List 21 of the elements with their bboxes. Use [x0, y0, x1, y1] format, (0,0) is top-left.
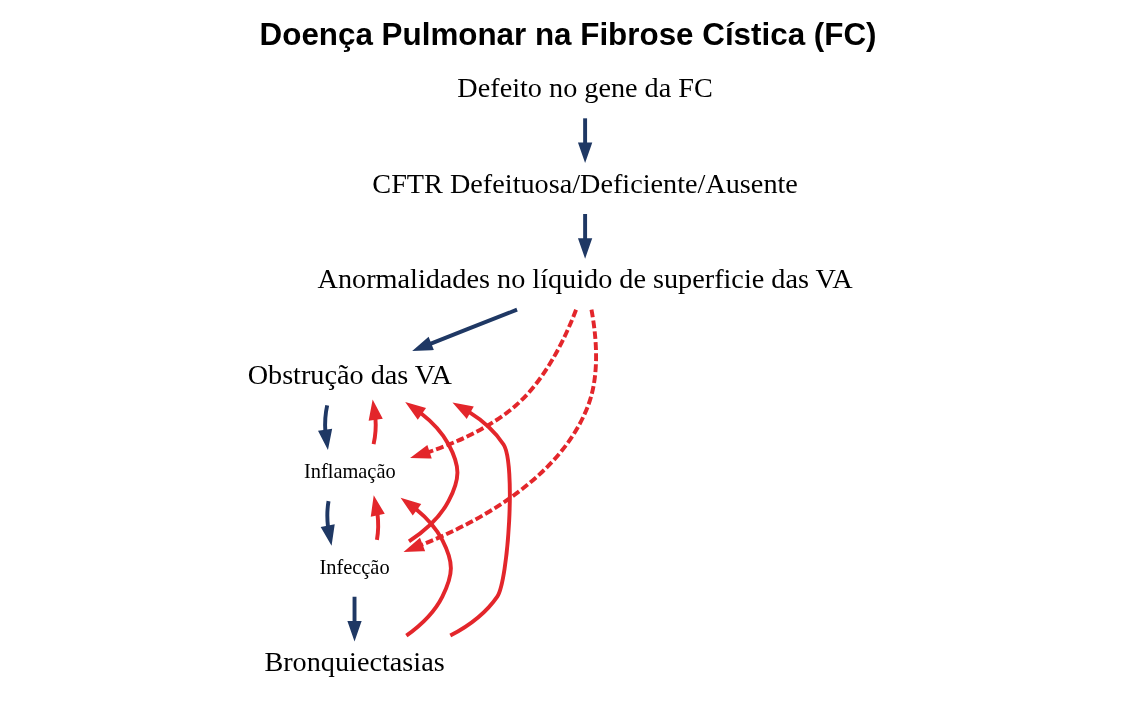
node-text: Defeito no gene da FC	[456, 71, 713, 103]
arrow	[577, 214, 592, 259]
node-text: Infecção	[318, 555, 390, 578]
arrow	[317, 405, 332, 450]
arrow	[411, 307, 518, 351]
node-text: Bronquiectasias	[263, 645, 445, 677]
arrow	[400, 497, 453, 638]
diagram-title: Doença Pulmonar na Fibrose Cística (FC)	[259, 16, 876, 52]
node-text: Inflamação	[303, 460, 396, 483]
arrow	[448, 402, 512, 638]
node-text: Anormalidades no líquido de superficie das VA	[317, 263, 853, 295]
node-text: Obstrução das VA	[247, 358, 452, 390]
arrow	[370, 495, 385, 541]
arrow	[404, 402, 459, 543]
arrow	[409, 309, 578, 459]
arrow	[577, 118, 592, 163]
node-text: CFTR Defeituosa/Deficiente/Ausente	[371, 167, 798, 199]
arrow	[403, 309, 598, 552]
arrow	[320, 500, 335, 546]
arrow	[368, 399, 383, 445]
arrow	[346, 596, 362, 642]
